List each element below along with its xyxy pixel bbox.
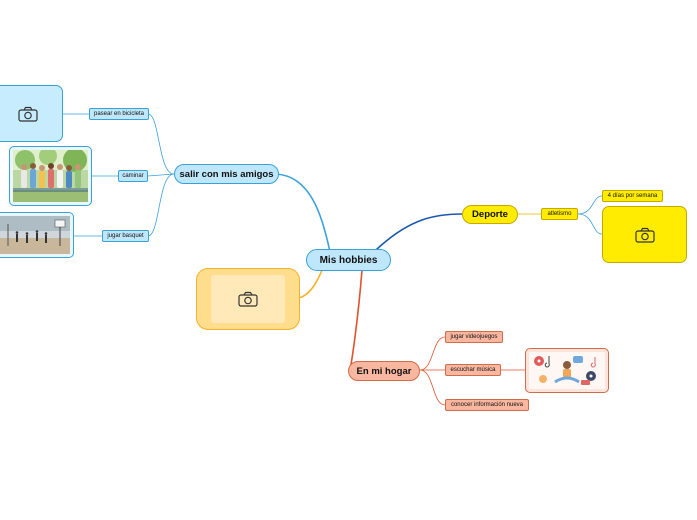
image-placeholder-sport[interactable] <box>602 206 687 263</box>
subtopic-bike[interactable]: pasear en bicicleta <box>89 108 149 120</box>
topic-sport-label: Deporte <box>472 209 508 220</box>
basketball-court-photo <box>0 212 74 258</box>
image-placeholder-inner <box>211 275 285 323</box>
camera-icon <box>634 227 655 243</box>
music-illustration <box>525 348 609 393</box>
subtopic-music[interactable]: escuchar música <box>445 364 501 376</box>
image-placeholder-bike[interactable] <box>0 85 63 142</box>
subtopic-videogames-label: jugar videojuegos <box>450 334 498 340</box>
subtopic-information[interactable]: conocer información nueva <box>445 399 529 411</box>
subtopic-videogames[interactable]: jugar videojuegos <box>445 331 503 343</box>
subtopic-walk[interactable]: caminar <box>118 170 148 182</box>
topic-friends-label: salir con mis amigos <box>179 168 274 180</box>
subtopic-frequency-label: 4 días por semana <box>607 193 658 199</box>
topic-sport[interactable]: Deporte <box>462 205 518 224</box>
subtopic-bike-label: pasear en bicicleta <box>93 111 145 117</box>
subtopic-basketball-label: jugar basquet <box>107 233 144 239</box>
central-topic-label: Mis hobbies <box>319 254 378 266</box>
topic-home-label: En mi hogar <box>356 365 412 377</box>
image-placeholder-floating[interactable] <box>196 268 300 330</box>
subtopic-walk-label: caminar <box>122 173 144 179</box>
subtopic-athletics[interactable]: atletismo <box>541 208 578 220</box>
subtopic-frequency[interactable]: 4 días por semana <box>602 190 663 202</box>
camera-icon <box>238 291 258 307</box>
friends-walking-photo <box>9 146 92 206</box>
subtopic-music-label: escuchar música <box>450 367 496 373</box>
topic-friends[interactable]: salir con mis amigos <box>174 164 279 184</box>
topic-home[interactable]: En mi hogar <box>348 361 420 381</box>
central-topic[interactable]: Mis hobbies <box>306 249 391 271</box>
camera-icon <box>17 106 38 122</box>
subtopic-athletics-label: atletismo <box>547 211 572 217</box>
subtopic-basketball[interactable]: jugar basquet <box>102 230 149 242</box>
subtopic-information-label: conocer información nueva <box>450 402 524 408</box>
